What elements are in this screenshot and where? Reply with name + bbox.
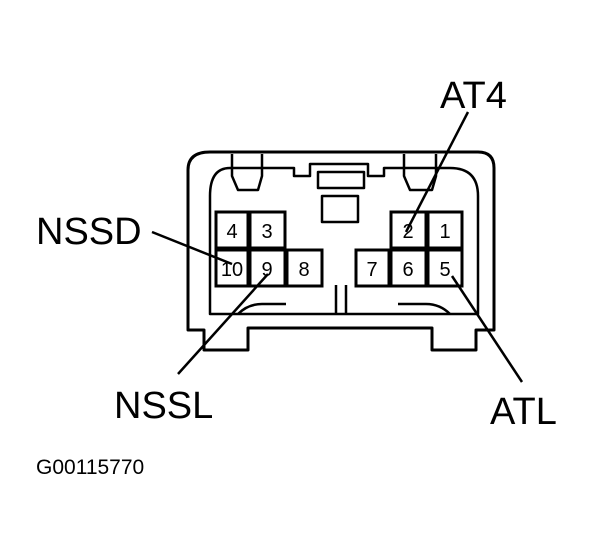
pin-number-9: 9 [261, 259, 272, 281]
pin-cell-9 [248, 248, 287, 288]
callout-nssd: NSSD [36, 211, 142, 253]
bottom-latch-left [237, 302, 286, 315]
pin-cells [214, 210, 464, 288]
leader-line-at4 [404, 111, 470, 233]
pin-number-10: 10 [221, 259, 243, 281]
pin-cell-4 [214, 210, 250, 250]
pin-cell-6 [389, 248, 428, 288]
pin-numbers: 4 3 10 9 8 2 1 7 6 5 [221, 221, 451, 281]
center-top-guide [316, 170, 366, 190]
pin-cell-2 [389, 210, 428, 250]
bottom-latch-right [398, 302, 451, 315]
pin-number-8: 8 [298, 259, 309, 281]
pin-cell-8 [285, 248, 324, 288]
housing-outer-shell [186, 150, 496, 352]
callout-atl: ATL [490, 391, 557, 433]
housing-inner-wall [208, 162, 480, 316]
pin-cell-3 [248, 210, 287, 250]
pin-number-4: 4 [226, 221, 237, 243]
leader-line-nssd [151, 230, 233, 266]
pin-cell-5 [426, 248, 464, 288]
latch-notch-left [230, 154, 264, 192]
pin-cell-10 [214, 248, 250, 288]
pin-number-3: 3 [261, 221, 272, 243]
pin-cell-1 [426, 210, 464, 250]
center-rib [334, 285, 348, 314]
pin-number-1: 1 [439, 221, 450, 243]
center-key [320, 194, 360, 224]
callout-nssl: NSSL [114, 385, 213, 427]
leader-line-atl [450, 275, 524, 383]
callout-at4: AT4 [440, 75, 507, 117]
pin-number-2: 2 [402, 221, 413, 243]
leader-line-nssl [177, 273, 269, 375]
figure-id: G00115770 [36, 456, 144, 479]
pin-number-6: 6 [402, 259, 413, 281]
connector-housing [186, 150, 496, 352]
leader-lines [151, 111, 524, 383]
pin-cell-7 [354, 248, 391, 288]
pin-number-5: 5 [439, 259, 450, 281]
pin-number-7: 7 [366, 259, 377, 281]
